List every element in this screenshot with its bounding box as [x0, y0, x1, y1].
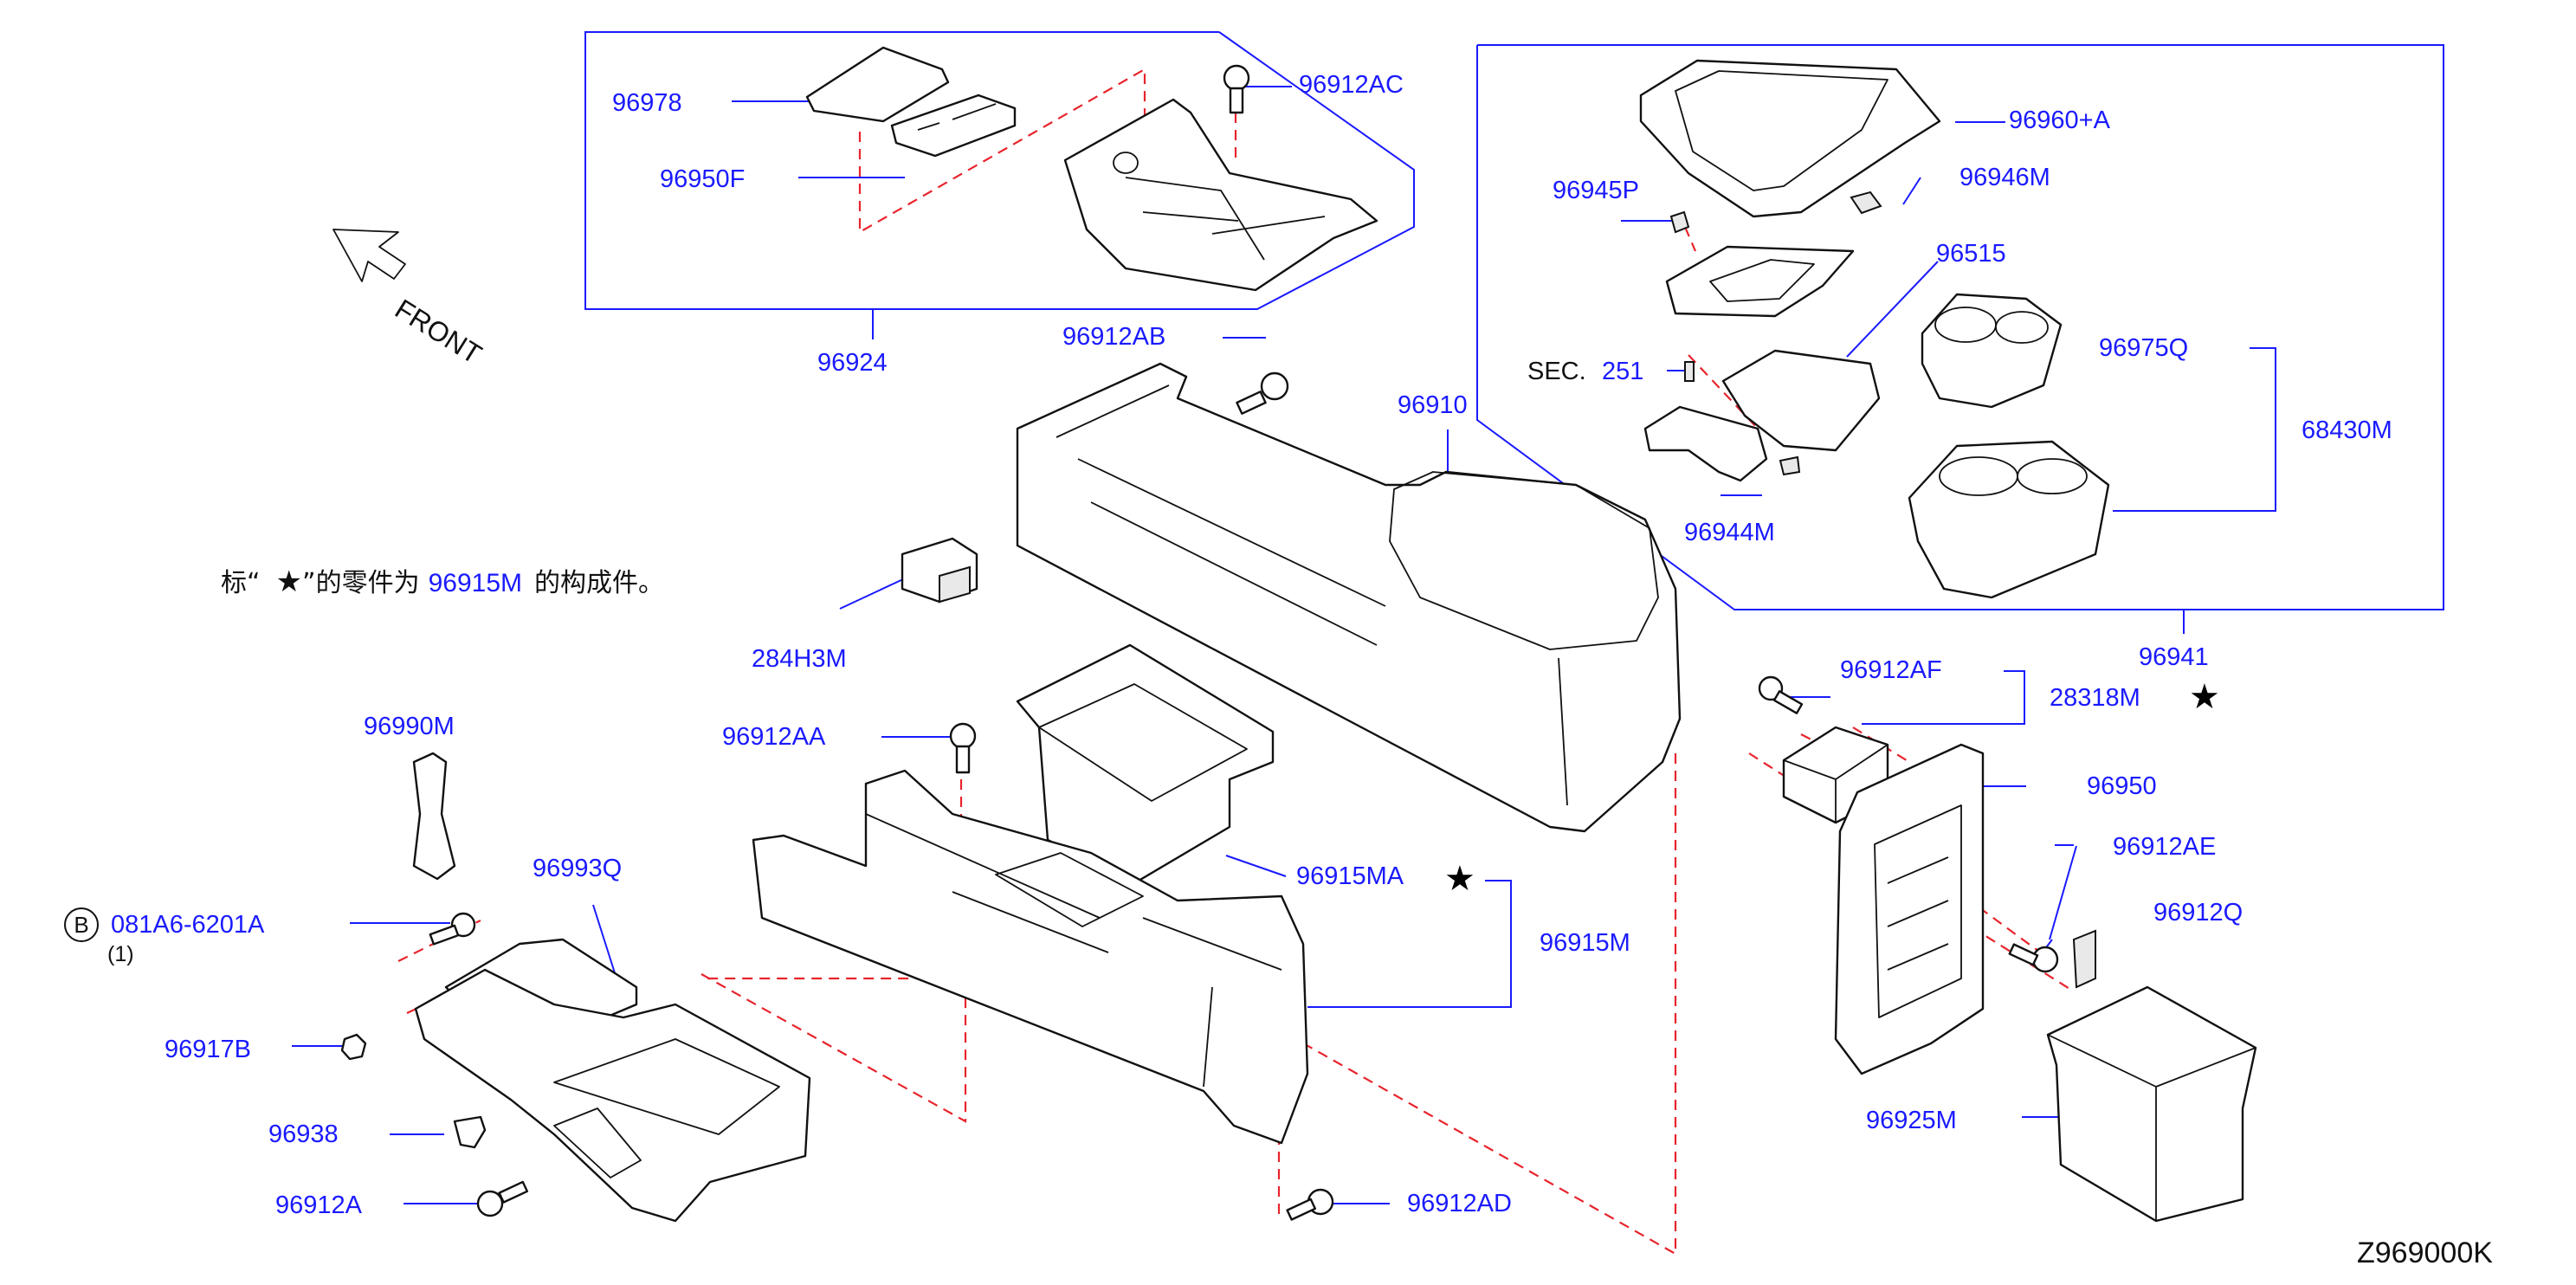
label-96912AA: 96912AA	[722, 723, 826, 751]
part-96912Q	[2072, 929, 2096, 989]
label-28318M: 28318M	[2050, 684, 2140, 712]
label-96912AB: 96912AB	[1062, 323, 1166, 351]
label-96941: 96941	[2139, 643, 2209, 671]
group-box-96941	[1476, 44, 2444, 610]
label-96938: 96938	[268, 1120, 339, 1148]
label-96912AF: 96912AF	[1840, 656, 1942, 684]
label-96515: 96515	[1936, 240, 2006, 268]
part-96912AF	[1758, 675, 1804, 714]
label-96915MA: 96915MA	[1296, 862, 1404, 890]
part-96515-housing	[1721, 349, 1881, 452]
label-96915M: 96915M	[1540, 929, 1630, 957]
label-68430M: 68430M	[2302, 416, 2392, 444]
part-96975Q	[1921, 293, 2063, 409]
label-96975Q: 96975Q	[2099, 334, 2189, 362]
part-96912AA	[949, 722, 977, 774]
part-96912AE	[2008, 943, 2059, 973]
part-96944M	[1643, 405, 1768, 482]
label-96912AE: 96912AE	[2113, 833, 2217, 861]
part-sec-251	[1684, 361, 1695, 382]
part-96950F	[890, 94, 1017, 158]
part-96915MA	[1016, 643, 1275, 885]
note-middle: ”的零件为	[302, 568, 420, 598]
label-96990M: 96990M	[364, 713, 455, 740]
part-96912AD	[1286, 1188, 1334, 1221]
note-star: ★	[275, 565, 303, 599]
part-96938	[453, 1115, 487, 1149]
front-arrow	[332, 229, 406, 282]
part-68430M	[1908, 440, 2110, 599]
part-96924	[1063, 98, 1378, 292]
label-96925M: 96925M	[1866, 1107, 1957, 1134]
part-96946M	[1850, 190, 1882, 215]
part-96917B	[340, 1033, 367, 1061]
part-96910	[1016, 362, 1682, 833]
star-marker-96915M: ★	[1444, 859, 1475, 899]
label-96960A: 96960+A	[2009, 107, 2110, 134]
label-96912A: 96912A	[275, 1191, 362, 1219]
label-96910: 96910	[1398, 391, 1468, 419]
note-part-number: 96915M	[428, 569, 522, 597]
label-081A6-6201A: 081A6-6201A	[111, 911, 265, 939]
bracket-68430M	[2113, 347, 2276, 512]
label-96978: 96978	[612, 89, 682, 117]
part-96978	[805, 46, 950, 123]
label-96912AD: 96912AD	[1407, 1190, 1512, 1217]
group-box-96924	[584, 31, 1415, 310]
label-sec: SEC.	[1527, 358, 1586, 385]
part-96925M	[2046, 985, 2257, 1223]
part-96915M	[752, 769, 1309, 1145]
part-96945P	[1669, 210, 1690, 234]
label-96950F: 96950F	[660, 165, 746, 193]
part-96960A	[1639, 59, 1941, 218]
label-96945P: 96945P	[1553, 177, 1639, 204]
part-081A6-6201A	[429, 912, 476, 946]
part-lower-frame	[414, 968, 811, 1223]
label-96950: 96950	[2087, 772, 2157, 800]
label-96924: 96924	[817, 349, 888, 377]
label-sec-number: 251	[1602, 358, 1644, 385]
part-96912AC	[1223, 64, 1250, 114]
circle-b-marker: B	[64, 907, 99, 942]
label-96944M: 96944M	[1684, 519, 1775, 546]
part-96950	[1834, 743, 1985, 1075]
label-96912AC: 96912AC	[1299, 71, 1404, 99]
part-96912A	[476, 1180, 529, 1217]
note-prefix: 标“	[221, 568, 261, 598]
label-284H3M: 284H3M	[752, 645, 847, 673]
note-suffix: 的构成件。	[534, 568, 664, 598]
diagram-code: Z969000K	[2357, 1237, 2493, 1269]
part-96912AB	[1236, 371, 1289, 415]
bracket-28318M	[1862, 670, 2025, 725]
star-marker-96941: ★	[2189, 677, 2220, 717]
label-quantity: (1)	[107, 942, 134, 966]
bracket-96915M	[1307, 880, 1512, 1008]
label-96912Q: 96912Q	[2153, 899, 2244, 927]
label-96946M: 96946M	[1959, 164, 2050, 191]
component-note: 标“ ★”的零件为 96915M 的构成件。	[221, 567, 664, 597]
part-96515	[1665, 245, 1855, 318]
label-96917B: 96917B	[165, 1036, 251, 1063]
part-96990M	[412, 752, 456, 881]
label-96993Q: 96993Q	[533, 855, 623, 882]
